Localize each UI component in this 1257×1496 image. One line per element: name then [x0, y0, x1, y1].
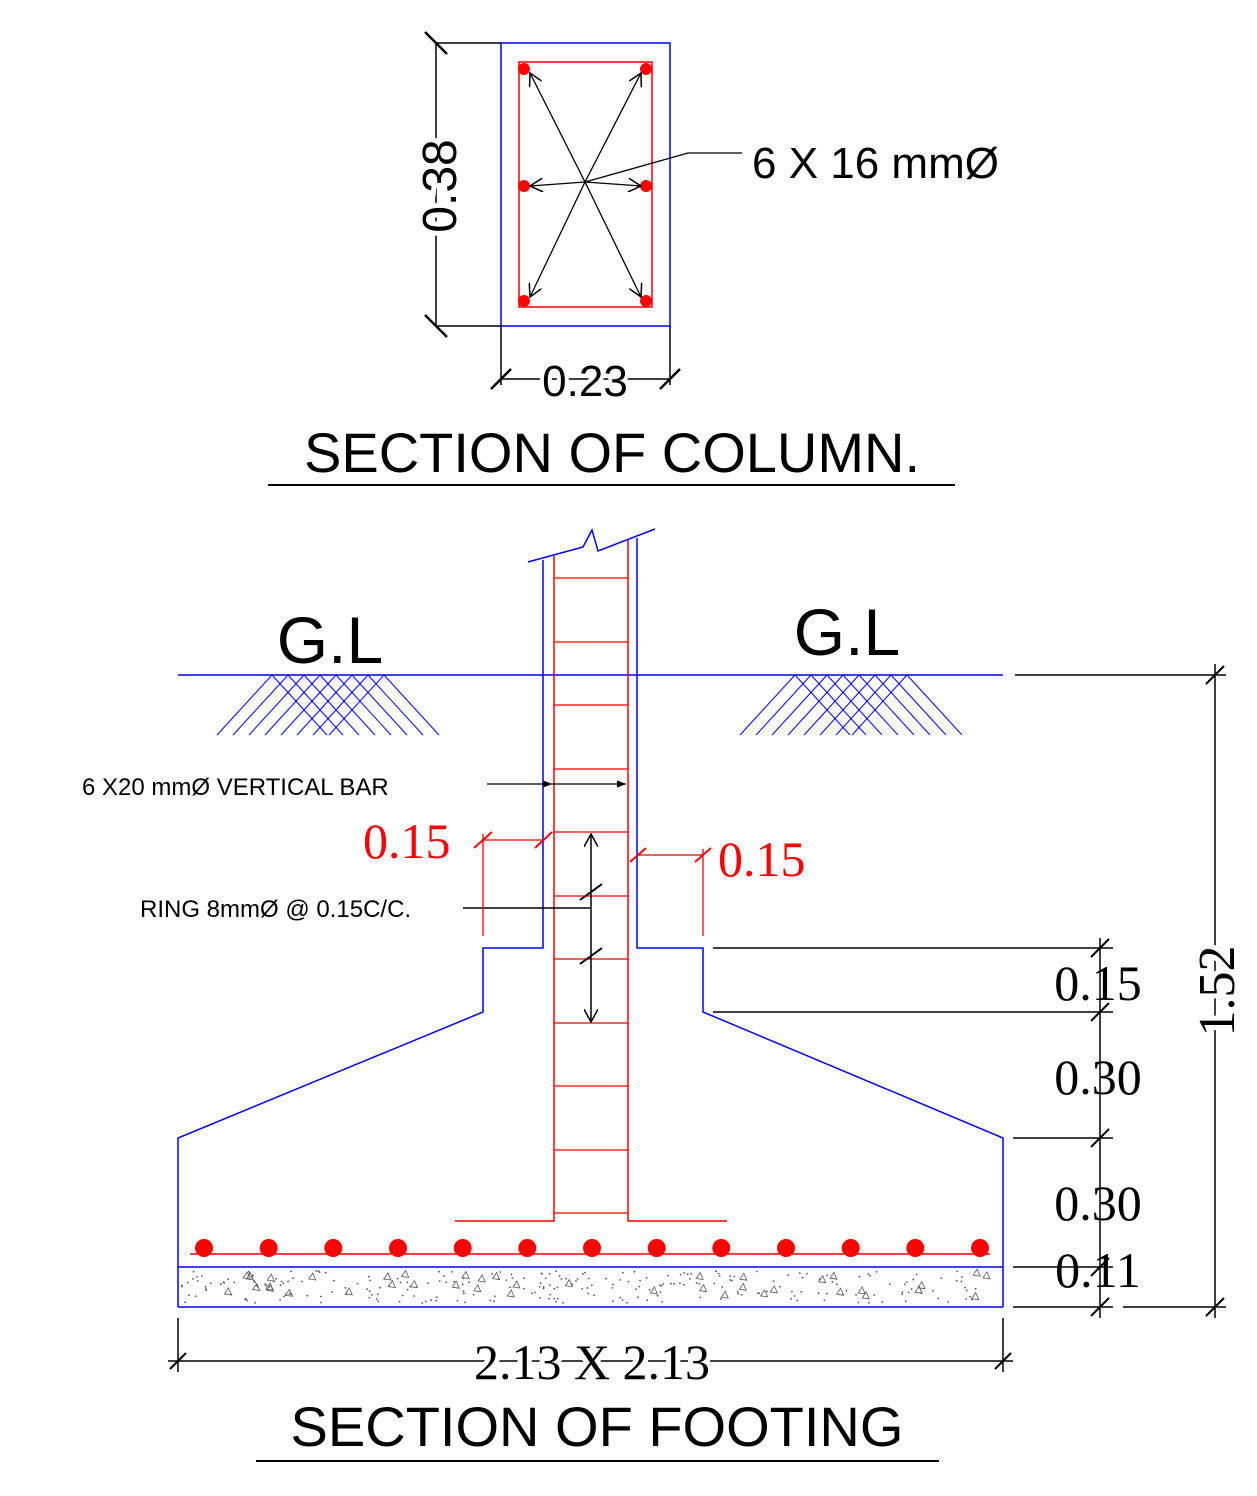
footing-section: G.L G.L 6 X20 mmØ VERTICAL BAR R: [82, 528, 1251, 1462]
column-outline: [500, 42, 671, 327]
bottom-bar: [647, 1239, 666, 1257]
ring-spacing-indicator: [463, 834, 603, 1022]
column-height-dimension: [424, 31, 501, 338]
footing-bottom-bars: [195, 1239, 989, 1257]
depth-label-2: 0.30: [1054, 1049, 1142, 1105]
bottom-bar: [906, 1239, 925, 1257]
column-bar: [518, 295, 530, 307]
pcc-bed-stipple: [181, 1268, 991, 1304]
total-depth-dimension: [1015, 664, 1226, 1318]
column-width-label: 0.23: [542, 357, 628, 406]
column-height-label: 0.38: [414, 139, 467, 232]
ground-label-right: G.L: [794, 595, 900, 669]
bottom-bar: [195, 1239, 213, 1257]
total-depth-label: 1.52: [1189, 946, 1246, 1037]
plan-size-dimension: [168, 1318, 1013, 1372]
bottom-bar: [324, 1239, 343, 1257]
bottom-bar: [518, 1239, 537, 1257]
ring-label: RING 8mmØ @ 0.15C/C.: [140, 896, 411, 923]
ground-label-left: G.L: [277, 603, 383, 677]
column-section: 6 X 16 mmØ 0.38 0.23 SECTION OF COLUMN.: [268, 31, 999, 486]
bottom-bar: [453, 1239, 472, 1257]
bottom-bar: [583, 1239, 601, 1257]
footing-section-title: SECTION OF FOOTING: [291, 1395, 904, 1458]
footing-outline-left: [177, 560, 544, 1307]
depth-dimension-chain: [713, 938, 1113, 1318]
cover-label-right: 0.15: [718, 831, 806, 887]
column-bar: [640, 295, 652, 307]
column-vertical-bars: [455, 540, 727, 1222]
column-bar-label: 6 X 16 mmØ: [752, 139, 999, 188]
column-bar: [518, 63, 530, 75]
depth-label-3: 0.30: [1054, 1175, 1142, 1231]
column-break-line: [527, 528, 656, 563]
bar-leader-arrows: [530, 73, 742, 297]
bottom-bar: [971, 1239, 989, 1257]
column-bar: [518, 180, 530, 192]
bottom-bar: [389, 1239, 407, 1257]
cover-label-left: 0.15: [363, 813, 451, 869]
depth-label-1: 0.15: [1054, 955, 1142, 1011]
column-width-dimension: [490, 326, 681, 390]
earth-hatch-left: [216, 674, 440, 736]
bottom-bar: [712, 1239, 731, 1257]
bottom-bar: [777, 1239, 795, 1257]
plan-size-label: 2.13 X 2.13: [474, 1334, 710, 1390]
depth-label-4: 0.11: [1055, 1242, 1141, 1298]
earth-hatch-right: [739, 674, 963, 736]
cover-dimension-right: [629, 847, 712, 936]
column-bar: [640, 180, 652, 192]
column-bar: [640, 63, 652, 75]
column-section-title: SECTION OF COLUMN.: [304, 421, 920, 484]
bottom-bar: [259, 1239, 278, 1257]
footing-outline-right: [636, 538, 1004, 1307]
vertical-bar-label: 6 X20 mmØ VERTICAL BAR: [82, 774, 389, 801]
bottom-bar: [841, 1239, 860, 1257]
cover-dimension-left: [473, 831, 553, 936]
